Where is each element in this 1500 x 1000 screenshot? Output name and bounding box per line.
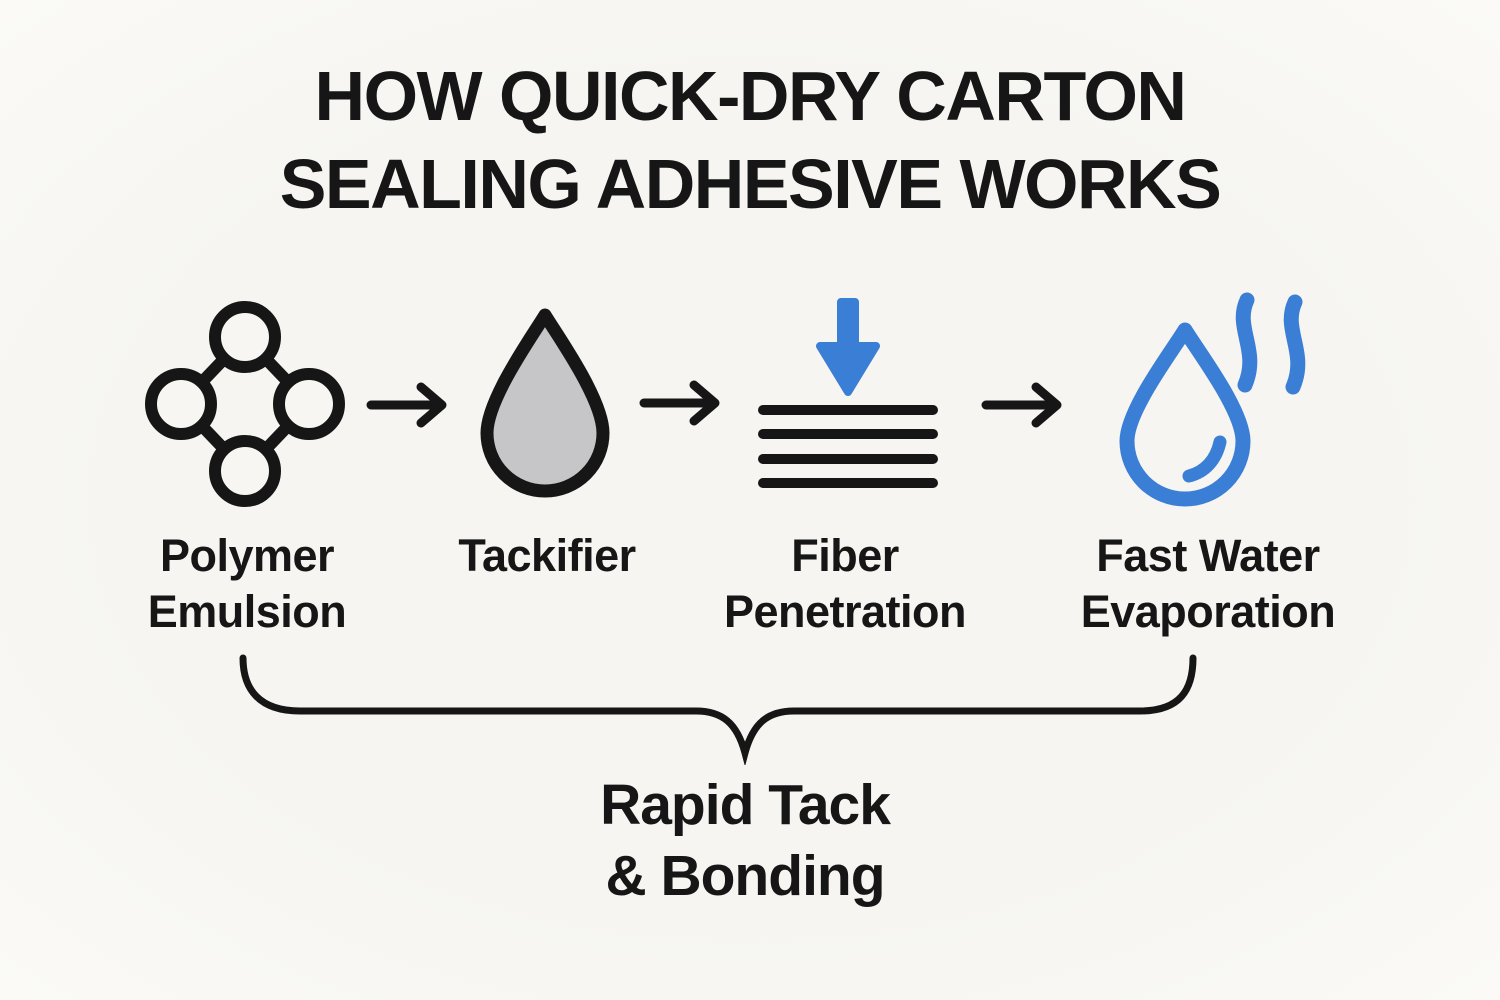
right-arrow-icon [978, 375, 1078, 435]
step-label-fast-water-evaporation: Fast Water Evaporation [1080, 530, 1336, 637]
right-arrow-icon [636, 373, 736, 433]
fiber-penetration-icon [750, 292, 946, 492]
tackifier-drop-icon [475, 303, 615, 503]
curly-brace-down [230, 645, 1210, 767]
step-label-fiber-penetration: Fiber Penetration [723, 530, 967, 637]
step-label-tackifier: Tackifier [458, 530, 636, 581]
step-label-polymer-emulsion: Polymer Emulsion [147, 530, 347, 637]
result-caption: Rapid Tack & Bonding [600, 773, 891, 908]
page-title: HOW QUICK-DRY CARTON SEALING ADHESIVE WO… [279, 57, 1222, 223]
water-evaporation-icon [1113, 288, 1313, 508]
polymer-emulsion-icon [135, 294, 355, 514]
right-arrow-icon [363, 375, 463, 435]
